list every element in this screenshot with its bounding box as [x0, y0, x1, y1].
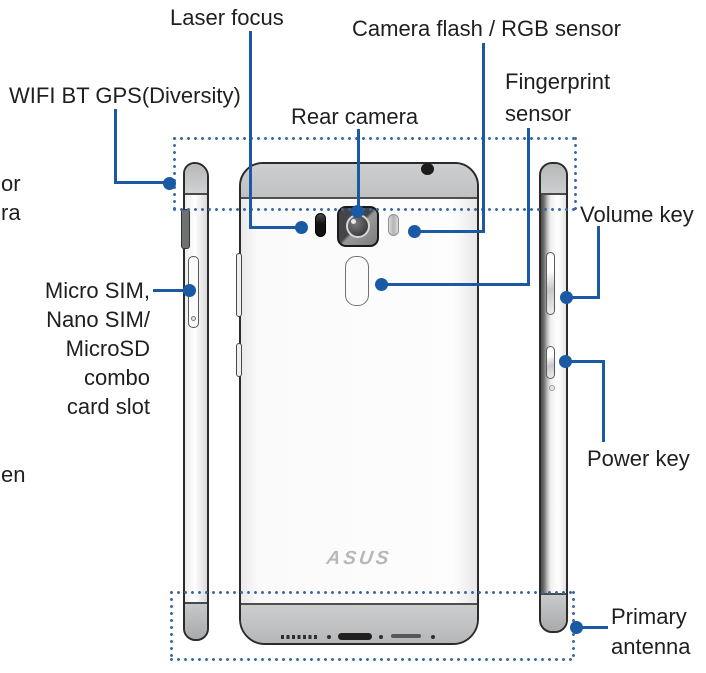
- power-key-label: Power key: [587, 446, 690, 471]
- wifi-bt-gps-label: WIFI BT GPS(Diversity): [9, 83, 241, 108]
- volume-callout-line-v: [597, 226, 600, 299]
- fingerprint-callout-line-v: [527, 128, 530, 286]
- laser-focus-window: [315, 213, 326, 237]
- sim-eject-hole: [191, 316, 196, 321]
- fingerprint-sensor: [345, 256, 369, 306]
- volume-key: [546, 252, 555, 315]
- fingerprint-callout-dot: [375, 278, 388, 291]
- headphone-jack: [421, 163, 434, 175]
- speaker-grille: [281, 635, 317, 639]
- bottom-antenna-region-top-edge: [170, 591, 575, 594]
- flash-callout-line-h: [415, 230, 485, 233]
- right-side-top-antenna-cap: [541, 164, 566, 195]
- clipped-label-fragment-or: or: [1, 171, 21, 196]
- top-antenna-region-left-edge: [173, 137, 176, 211]
- phone-left-side-view: [181, 162, 209, 641]
- power-key: [546, 346, 555, 379]
- sim-label-line4: combo: [83, 365, 150, 390]
- volume-key-edge-bump: [236, 253, 242, 317]
- primary-antenna-callout-dot: [570, 621, 583, 634]
- volume-callout-dot: [560, 291, 573, 304]
- laser-focus-label: Laser focus: [170, 5, 284, 30]
- power-callout-dot: [559, 355, 572, 368]
- rear-bottom-antenna-band: [241, 603, 477, 643]
- phone-right-side-view: [539, 162, 568, 633]
- top-antenna-region-bottom-edge: [173, 208, 576, 211]
- rear-camera-callout-dot: [351, 205, 364, 218]
- fingerprint-label-line2: sensor: [505, 101, 572, 126]
- usb-port: [338, 633, 372, 640]
- laser-callout-dot: [295, 221, 308, 234]
- flash-callout-line-v: [482, 43, 485, 233]
- sim-callout-dot: [183, 284, 196, 297]
- volume-key-label: Volume key: [580, 202, 694, 227]
- power-callout-line-v: [602, 360, 605, 442]
- fingerprint-label-line1: Fingerprint: [505, 69, 611, 94]
- phone-rear-view: ASUS: [236, 162, 479, 645]
- laser-callout-line-h: [249, 226, 302, 229]
- fingerprint-callout-line-h: [382, 283, 530, 286]
- sim-tray-edge: [181, 209, 190, 249]
- laser-callout-line-v: [249, 31, 252, 229]
- primary-antenna-label-line2: antenna: [611, 634, 691, 659]
- clipped-label-fragment-ra: ra: [1, 200, 21, 225]
- mic-hole-right: [379, 635, 383, 639]
- sim-label-line1: Micro SIM,: [44, 278, 150, 303]
- rear-camera-label: Rear camera: [291, 104, 419, 129]
- power-indicator-dot: [549, 385, 555, 391]
- bottom-antenna-region-bottom-edge: [170, 658, 575, 661]
- bottom-antenna-region-left-edge: [170, 591, 173, 661]
- right-side-bottom-antenna-cap: [541, 593, 566, 631]
- mic-hole-left: [327, 635, 331, 639]
- sim-card-slot-label: Micro SIM, Nano SIM/ MicroSD combo card …: [0, 276, 150, 421]
- volume-callout-line-h: [567, 296, 600, 299]
- primary-antenna-label-line1: Primary: [611, 604, 687, 629]
- primary-antenna-callout-line-h: [577, 626, 608, 629]
- camera-flash-window: [388, 214, 399, 236]
- primary-antenna-label: Primary antenna: [611, 602, 691, 662]
- clipped-label-fragment-en: en: [1, 462, 26, 487]
- sim-label-line5: card slot: [66, 394, 150, 419]
- left-side-bottom-antenna-cap: [185, 602, 207, 639]
- wifi-callout-line-h: [114, 181, 168, 184]
- wifi-callout-dot: [163, 177, 176, 190]
- wifi-callout-line-v: [114, 109, 117, 184]
- flash-callout-dot: [408, 225, 421, 238]
- camera-lens-highlight: [351, 219, 356, 224]
- camera-flash-rgb-label: Camera flash / RGB sensor: [352, 16, 621, 41]
- sim-label-line3: MicroSD: [65, 336, 150, 361]
- left-side-top-antenna-cap: [185, 164, 207, 195]
- top-antenna-region-right-edge: [574, 137, 577, 211]
- asus-logo: ASUS: [325, 548, 393, 569]
- power-key-edge-bump: [236, 343, 242, 377]
- fingerprint-sensor-label: Fingerprint sensor: [505, 66, 610, 130]
- bottom-vent-slot: [391, 634, 421, 638]
- sim-callout-line-h: [153, 289, 186, 292]
- sim-label-line2: Nano SIM/: [46, 307, 150, 332]
- bottom-screw-hole: [431, 635, 435, 639]
- top-antenna-region-top-edge: [173, 137, 576, 140]
- rear-camera-callout-line-v: [357, 129, 360, 214]
- power-callout-line-h: [566, 360, 605, 363]
